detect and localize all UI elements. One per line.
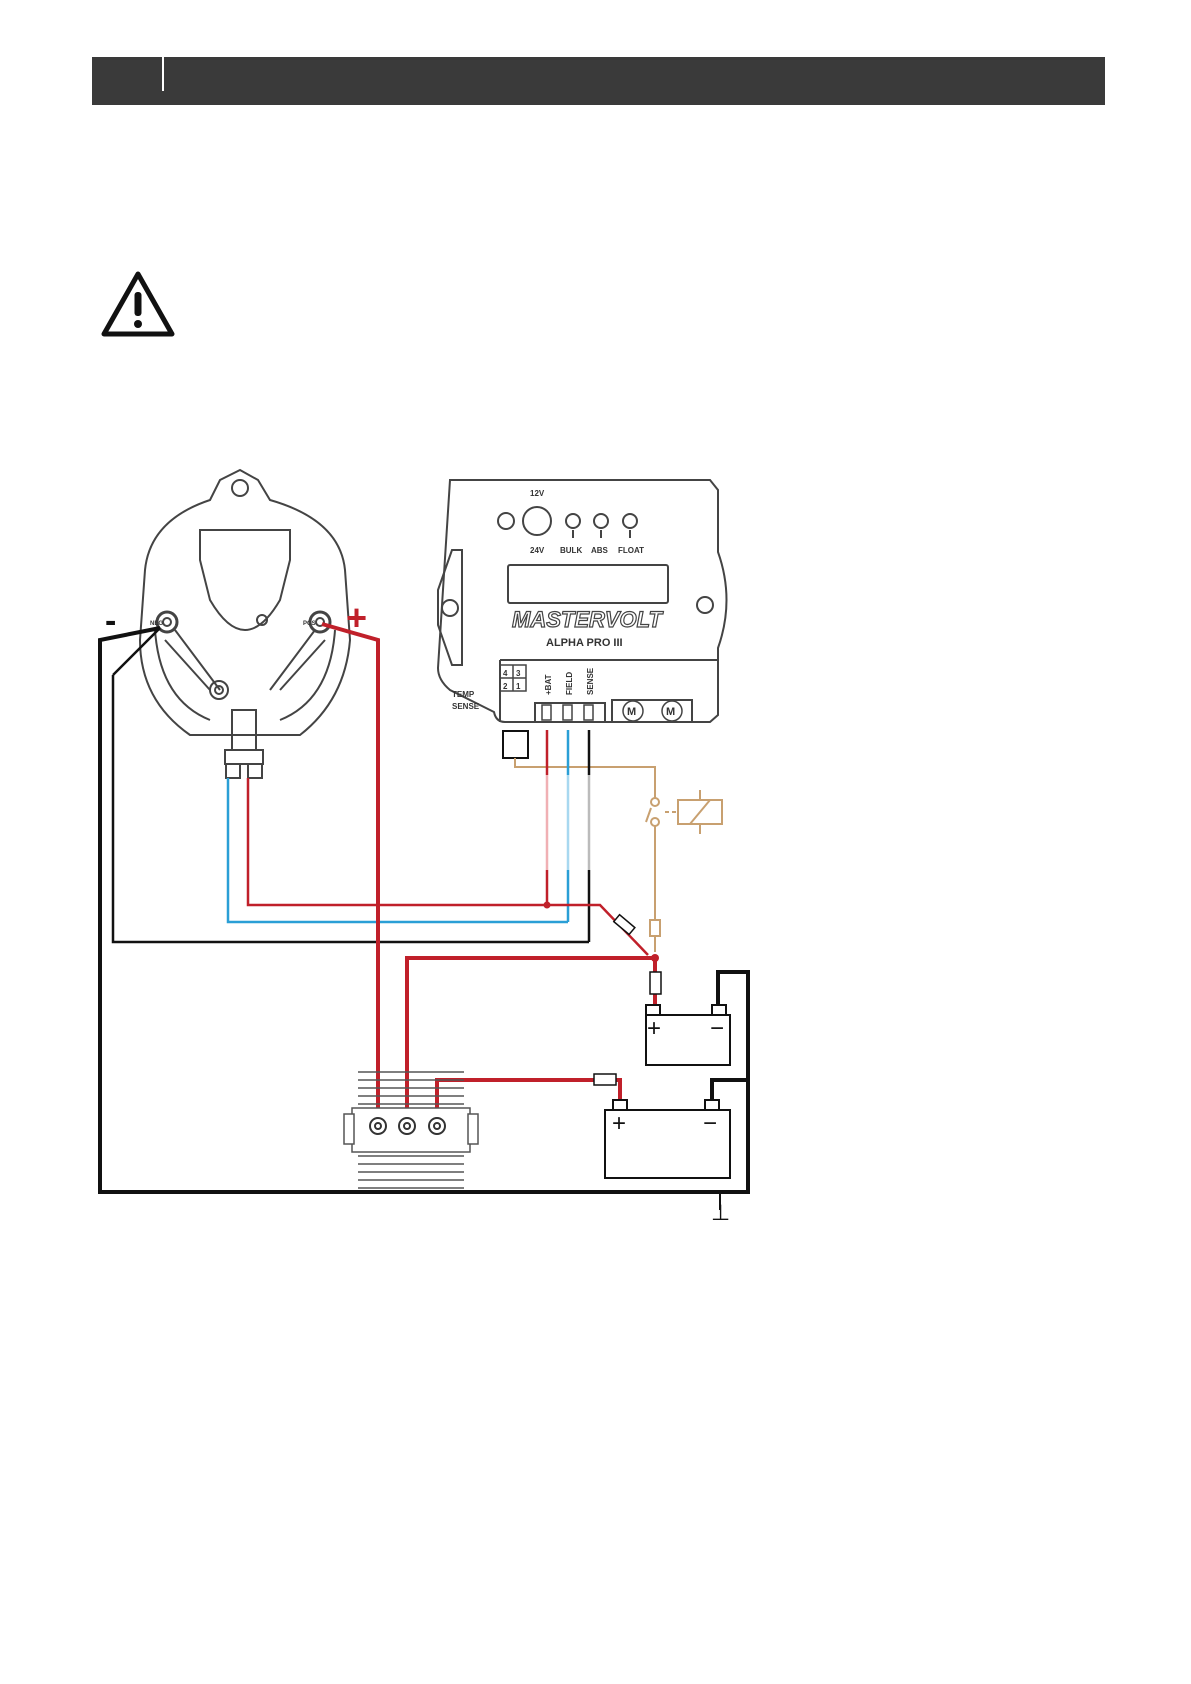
terminal-bat-label: +BAT — [544, 674, 553, 695]
led-abs-label: ABS — [591, 546, 609, 555]
jumper-pin-4: 4 — [503, 669, 508, 678]
neg-terminal-label: NEG — [150, 621, 163, 627]
terminal-field — [563, 705, 572, 720]
terminal-field-label: FIELD — [565, 672, 574, 695]
junction-battery1 — [651, 954, 659, 962]
jumper-pin-3: 3 — [516, 669, 521, 678]
model-name: ALPHA PRO III — [546, 637, 623, 649]
regulator-wires — [547, 730, 589, 942]
voltage-12-label: 12V — [530, 489, 545, 498]
alternator — [140, 470, 350, 778]
battery1-fuse — [650, 972, 661, 994]
battery-2-minus: − — [703, 1110, 717, 1137]
terminal-bat — [542, 705, 551, 720]
relay-fuse — [650, 920, 660, 936]
junction-bat — [544, 902, 551, 909]
temp-label: TEMP — [452, 690, 475, 699]
led-float-label: FLOAT — [618, 546, 644, 555]
terminal-sense-label: SENSE — [586, 667, 595, 695]
battery-2-plus: + — [612, 1110, 626, 1137]
temp-sensor — [503, 731, 528, 758]
sense-label: SENSE — [452, 702, 480, 711]
led-bulk-label: BULK — [560, 546, 582, 555]
battery-1-minus: − — [710, 1015, 724, 1042]
jumper-pin-2: 2 — [503, 682, 508, 691]
regulator-body — [438, 480, 727, 722]
jumper-pin-1: 1 — [516, 682, 521, 691]
battery-1-plus: + — [647, 1015, 661, 1042]
terminal-sense — [584, 705, 593, 720]
mount-left-label: M — [627, 706, 636, 718]
brand-logo: MASTERVOLT — [512, 607, 663, 632]
battery2-fuse — [594, 1074, 616, 1085]
ground-symbol: ⊥ — [711, 1200, 730, 1225]
mount-right-label: M — [666, 706, 675, 718]
alternator-minus-label: - — [105, 602, 116, 640]
pos-terminal-label: POS — [303, 621, 316, 627]
voltage-24-label: 24V — [530, 546, 545, 555]
